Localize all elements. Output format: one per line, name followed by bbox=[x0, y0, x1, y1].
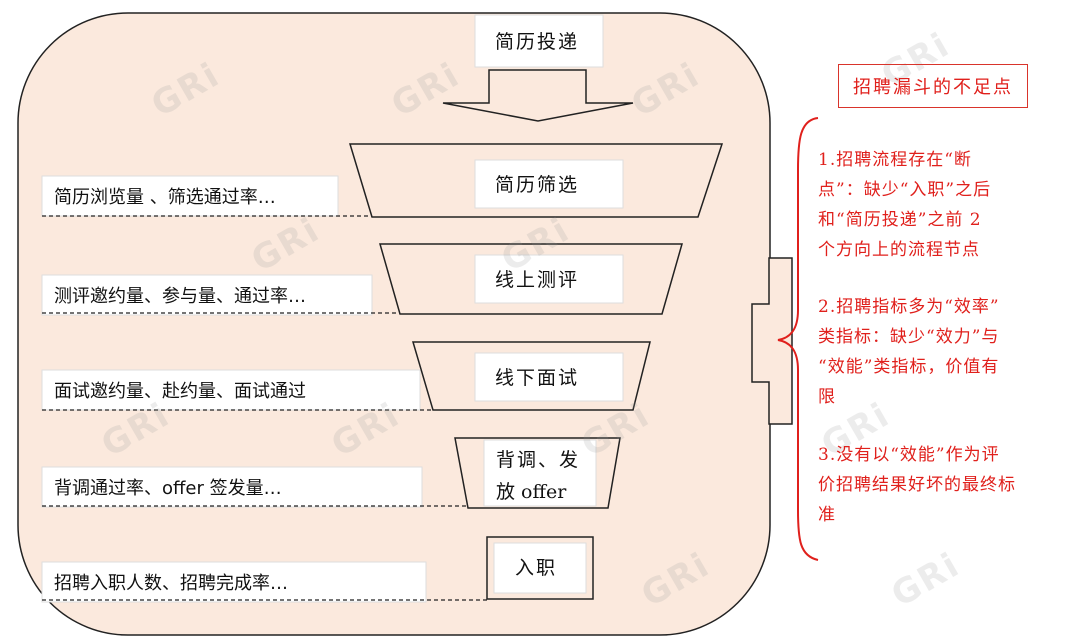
note-line: 个方向上的流程节点 bbox=[818, 240, 980, 260]
note-line: 2.招聘指标多为“效率” bbox=[818, 297, 1000, 317]
note-line: 限 bbox=[818, 387, 836, 407]
note-line: 准 bbox=[818, 505, 836, 525]
note-line: 价招聘结果好坏的最终标 bbox=[818, 475, 1016, 495]
stage-label-resume-submit: 简历投递 bbox=[495, 31, 580, 53]
metric-box bbox=[41, 561, 427, 603]
note-line: 1.招聘流程存在“断 bbox=[818, 150, 972, 170]
metric-box bbox=[41, 369, 421, 411]
stage-label-online-test: 线上测评 bbox=[495, 269, 580, 291]
left-arrow-shape bbox=[751, 257, 793, 425]
shortcoming-point-3: 3.没有以“效能”作为评 价招聘结果好坏的最终标 准 bbox=[818, 440, 1063, 530]
shortcomings-title: 招聘漏斗的不足点 bbox=[838, 64, 1028, 108]
stage-label-resume-screen: 简历筛选 bbox=[495, 174, 580, 196]
shortcoming-point-1: 1.招聘流程存在“断 点”：缺少“入职”之后 和“简历投递”之前 2 个方向上的… bbox=[818, 145, 1063, 265]
note-line: 类指标：缺少“效力”与 bbox=[818, 327, 1000, 347]
stage-label-background-check-line2: 放 offer bbox=[496, 481, 567, 503]
stage-label-interview: 线下面试 bbox=[495, 367, 580, 389]
note-line: 点”：缺少“入职”之后 bbox=[818, 180, 992, 200]
stage-label-box bbox=[483, 439, 597, 507]
down-arrow-shape bbox=[442, 69, 634, 122]
metric-text: 招聘入职人数、招聘完成率… bbox=[54, 573, 288, 594]
note-line: 3.没有以“效能”作为评 bbox=[818, 445, 1000, 465]
stage-label-box bbox=[493, 542, 587, 594]
metric-box bbox=[41, 175, 339, 217]
metric-text: 测评邀约量、参与量、通过率… bbox=[54, 286, 306, 307]
red-brace-icon bbox=[777, 117, 819, 561]
stage-label-box bbox=[474, 254, 624, 304]
stage-label-box bbox=[474, 159, 624, 209]
metric-box bbox=[41, 466, 423, 508]
stage-label-onboard: 入职 bbox=[515, 557, 558, 579]
note-line: 和“简历投递”之前 2 bbox=[818, 210, 982, 230]
note-line: “效能”类指标，价值有 bbox=[818, 357, 1000, 377]
metric-text: 背调通过率、offer 签发量… bbox=[54, 478, 282, 499]
stage-label-box bbox=[474, 352, 624, 402]
metric-box bbox=[41, 274, 373, 316]
metric-text: 面试邀约量、赴约量、面试通过 bbox=[54, 381, 306, 402]
resume-submit-box bbox=[474, 14, 604, 68]
metric-text: 简历浏览量 、筛选通过率… bbox=[54, 187, 276, 208]
stage-label-background-check-line1: 背调、发 bbox=[496, 449, 581, 471]
shortcoming-point-2: 2.招聘指标多为“效率” 类指标：缺少“效力”与 “效能”类指标，价值有 限 bbox=[818, 292, 1063, 412]
diagram-panel bbox=[17, 12, 771, 636]
